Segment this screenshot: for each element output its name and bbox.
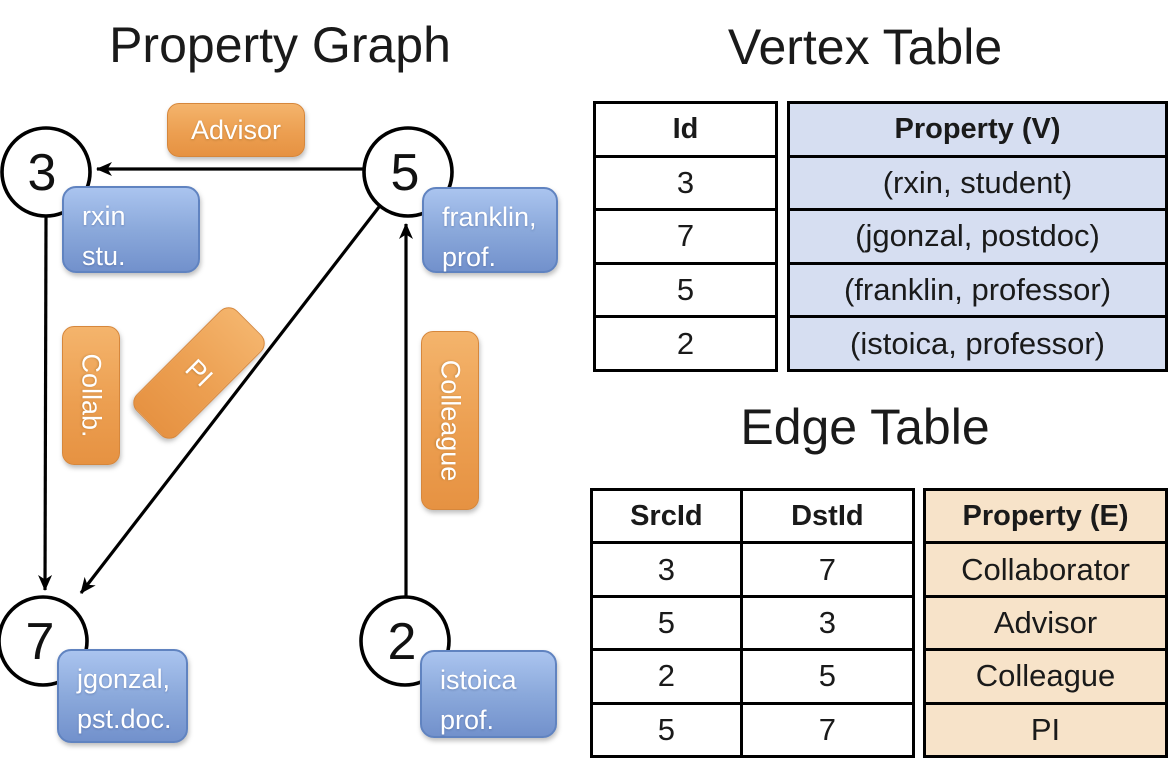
edge-label-colleague-text: Colleague: [435, 359, 466, 482]
edge-table-title: Edge Table: [740, 399, 990, 455]
table-cell: Collaborator: [926, 541, 1165, 594]
edge-table-header-property: Property (E): [962, 499, 1129, 532]
edge-table-key-columns: SrcId DstId 3 7 5 3 2 5 5 7: [590, 488, 915, 758]
node-id-3: 3: [28, 144, 57, 202]
edge-label-pi-text: PI: [179, 353, 219, 393]
edge-5-to-7: [79, 206, 381, 594]
vertex-property-box-3: rxin stu.: [62, 186, 200, 273]
table-cell: PI: [926, 701, 1165, 755]
table-cell: 5: [593, 597, 743, 649]
table-cell: 7: [818, 711, 836, 747]
table-cell: Colleague: [926, 648, 1165, 701]
table-row: 5 3: [593, 594, 912, 649]
table-cell: (rxin, student): [790, 154, 1165, 209]
vertex-property-line: pst.doc.: [77, 704, 172, 734]
vertex-property-line: prof.: [442, 242, 497, 272]
vertex-property-line: rxin: [82, 201, 126, 231]
vertex-property-line: stu.: [82, 241, 126, 271]
table-cell: 2: [596, 315, 775, 369]
table-cell: 7: [818, 551, 836, 587]
vertex-table-title: Vertex Table: [727, 19, 1003, 75]
edge-table-header-dstid: DstId: [791, 499, 864, 532]
table-cell: 5: [818, 658, 836, 694]
vertex-property-line: jgonzal,: [77, 664, 171, 694]
edge-table-header-srcid: SrcId: [593, 491, 743, 542]
edge-label-collab-text: Collab.: [76, 353, 107, 438]
property-graph-title: Property Graph: [109, 17, 451, 73]
vertex-table-id-column: Id 3 7 5 2: [593, 101, 778, 372]
graph-canvas: 3 5 7 2: [0, 126, 454, 687]
table-cell: 5: [596, 261, 775, 316]
vertex-property-line: franklin,: [442, 202, 537, 232]
edge-label-collab: Collab.: [62, 326, 120, 465]
vertex-table-header-id: Id: [672, 112, 699, 145]
edge-table-property-column: Property (E) Collaborator Advisor Collea…: [923, 488, 1168, 758]
table-cell: 3: [818, 605, 836, 641]
vertex-property-box-5: franklin, prof.: [422, 187, 558, 273]
edge-table-header-row: SrcId DstId: [593, 491, 912, 542]
table-row: 5 7: [593, 701, 912, 756]
vertex-property-line: istoica: [440, 665, 517, 695]
table-cell: 7: [596, 208, 775, 262]
table-cell: 3: [596, 154, 775, 209]
node-id-5: 5: [391, 144, 420, 202]
table-cell: 3: [593, 544, 743, 595]
table-cell: 2: [593, 651, 743, 702]
table-row: 3 7: [593, 541, 912, 595]
table-row: 2 5: [593, 648, 912, 702]
table-cell: Advisor: [926, 594, 1165, 648]
node-id-2: 2: [388, 613, 417, 671]
vertex-table-header-property: Property (V): [894, 112, 1061, 145]
vertex-property-box-7: jgonzal, pst.doc.: [57, 649, 188, 743]
edge-3-to-7: [38, 216, 53, 591]
edge-label-advisor-text: Advisor: [190, 114, 282, 145]
table-cell: (franklin, professor): [790, 261, 1165, 316]
vertex-table-property-column: Property (V) (rxin, student) (jgonzal, p…: [787, 101, 1168, 372]
table-cell: (jgonzal, postdoc): [790, 208, 1165, 262]
table-cell: 5: [593, 704, 743, 756]
vertex-property-line: prof.: [440, 705, 495, 735]
table-cell: (istoica, professor): [790, 315, 1165, 369]
edge-label-advisor: Advisor: [167, 103, 305, 157]
vertex-property-box-2: istoica prof.: [420, 650, 557, 738]
edge-label-colleague: Colleague: [421, 331, 479, 510]
node-id-7: 7: [26, 613, 55, 671]
